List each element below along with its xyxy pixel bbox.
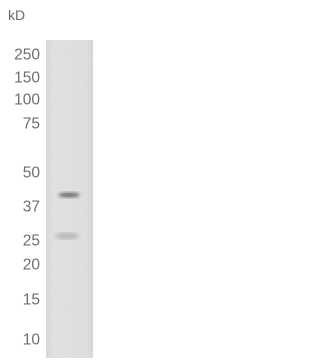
band-faint [55, 232, 79, 240]
unit-label: kD [8, 7, 26, 23]
marker-label-10: 10 [22, 331, 40, 349]
marker-label-15: 15 [22, 291, 40, 309]
marker-label-100: 100 [14, 91, 40, 109]
blot-lane-graphic [46, 40, 93, 358]
marker-label-50: 50 [22, 164, 40, 182]
marker-label-20: 20 [22, 256, 40, 274]
marker-label-37: 37 [22, 198, 40, 216]
marker-label-250: 250 [14, 46, 40, 64]
band-main-core [61, 193, 77, 197]
blot-lane-grain [46, 40, 93, 358]
marker-label-150: 150 [14, 69, 40, 87]
western-blot-figure: kD 250 150 100 75 50 37 25 20 15 10 [0, 0, 107, 360]
marker-label-25: 25 [22, 232, 40, 250]
marker-label-75: 75 [22, 115, 40, 133]
